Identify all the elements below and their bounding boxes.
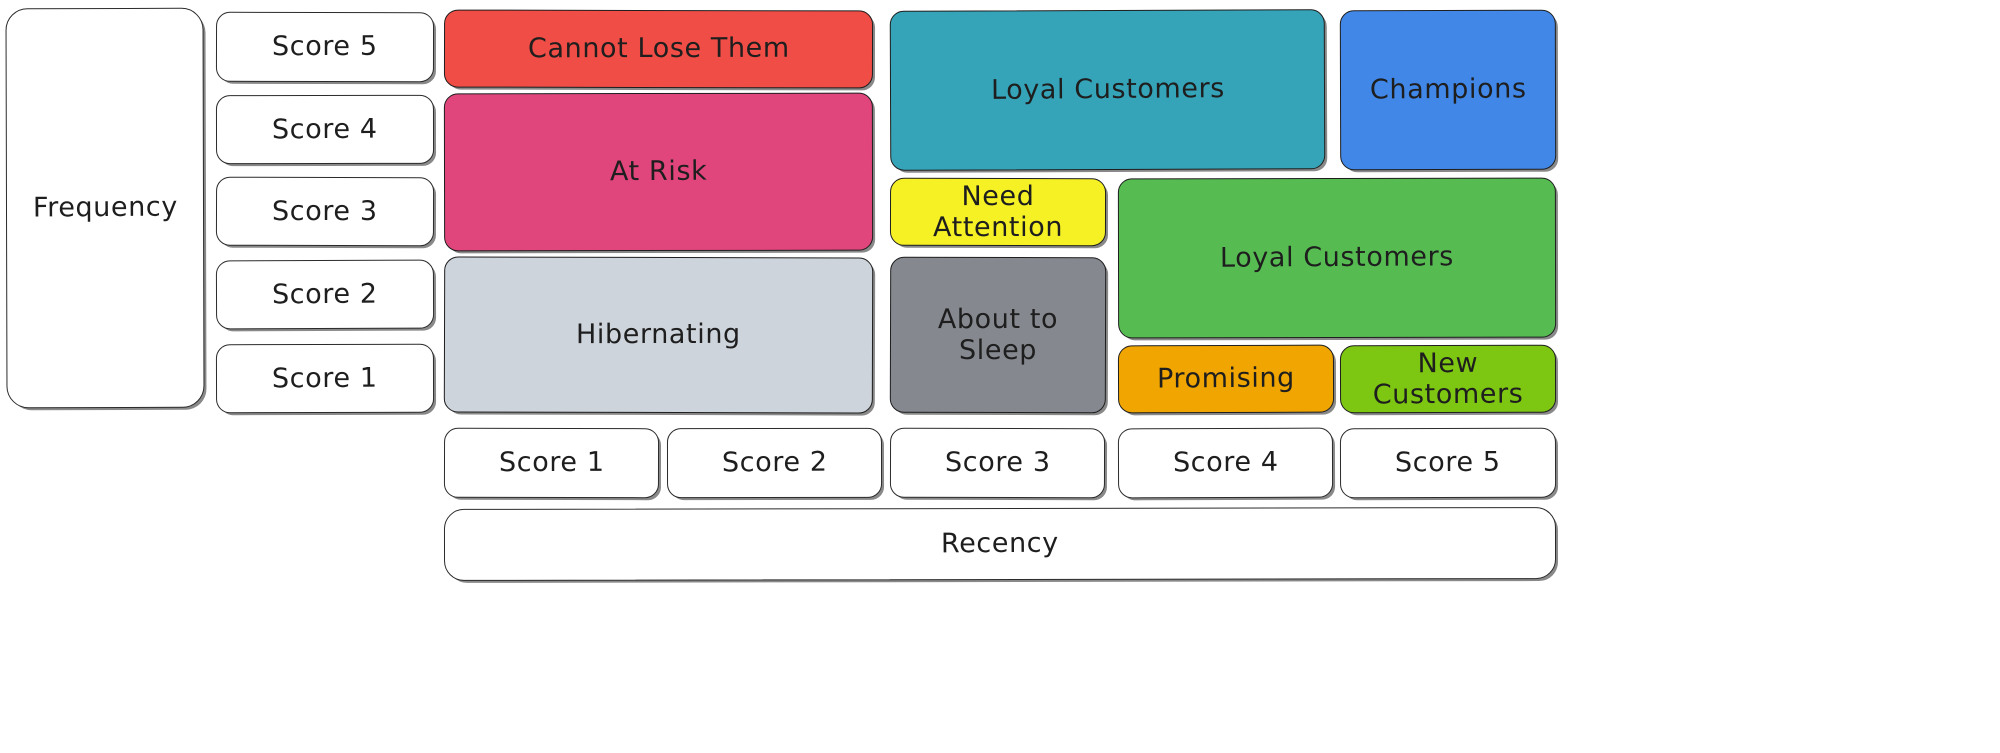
segment-need-attention[interactable]: Need Attention xyxy=(889,177,1107,247)
segment-champions[interactable]: Champions xyxy=(1339,9,1557,171)
segment-cannot-lose-them-label: Cannot Lose Them xyxy=(527,33,790,65)
frequency-score-4-label: Score 4 xyxy=(272,113,378,146)
segment-new-customers-label: New Customers xyxy=(1372,347,1524,411)
recency-score-2[interactable]: Score 2 xyxy=(666,427,883,499)
segment-loyal-customers-green-label: Loyal Customers xyxy=(1219,241,1455,275)
frequency-score-1-label: Score 1 xyxy=(272,362,378,395)
segment-need-attention-label: Need Attention xyxy=(932,180,1064,244)
frequency-score-1[interactable]: Score 1 xyxy=(215,343,435,414)
segment-loyal-customers-green[interactable]: Loyal Customers xyxy=(1117,177,1557,339)
recency-axis-label-text: Recency xyxy=(941,528,1059,560)
recency-score-2-label: Score 2 xyxy=(721,447,828,479)
segment-about-to-sleep-label: About to Sleep xyxy=(937,303,1059,367)
frequency-score-2-label: Score 2 xyxy=(272,278,378,311)
segment-promising-label: Promising xyxy=(1156,362,1296,396)
segment-about-to-sleep[interactable]: About to Sleep xyxy=(889,256,1107,414)
frequency-score-3-label: Score 3 xyxy=(272,195,378,228)
frequency-score-3[interactable]: Score 3 xyxy=(215,176,435,247)
recency-score-4-label: Score 4 xyxy=(1172,447,1279,479)
frequency-score-5-label: Score 5 xyxy=(272,31,378,63)
recency-score-5-label: Score 5 xyxy=(1395,447,1501,479)
segment-at-risk-label: At Risk xyxy=(609,156,708,188)
frequency-axis-label-text: Frequency xyxy=(32,191,178,224)
recency-score-3[interactable]: Score 3 xyxy=(889,427,1106,499)
frequency-score-2[interactable]: Score 2 xyxy=(215,259,435,330)
recency-axis-label: Recency xyxy=(443,507,1557,581)
frequency-axis-label: Frequency xyxy=(5,7,205,409)
segment-hibernating-label: Hibernating xyxy=(576,319,741,351)
segment-champions-label: Champions xyxy=(1369,73,1527,107)
recency-score-1-label: Score 1 xyxy=(498,447,605,479)
segment-loyal-customers-teal-label: Loyal Customers xyxy=(990,73,1225,107)
recency-score-1[interactable]: Score 1 xyxy=(443,427,660,499)
frequency-score-5[interactable]: Score 5 xyxy=(215,11,435,83)
segment-at-risk[interactable]: At Risk xyxy=(443,92,874,252)
segment-promising[interactable]: Promising xyxy=(1117,344,1335,414)
segment-hibernating[interactable]: Hibernating xyxy=(443,256,874,414)
frequency-score-4[interactable]: Score 4 xyxy=(215,94,435,165)
segment-loyal-customers-teal[interactable]: Loyal Customers xyxy=(889,9,1326,171)
recency-score-3-label: Score 3 xyxy=(944,447,1051,479)
recency-score-4[interactable]: Score 4 xyxy=(1117,427,1334,499)
segment-new-customers[interactable]: New Customers xyxy=(1339,344,1557,414)
recency-score-5[interactable]: Score 5 xyxy=(1339,427,1557,499)
segment-cannot-lose-them[interactable]: Cannot Lose Them xyxy=(443,9,874,89)
